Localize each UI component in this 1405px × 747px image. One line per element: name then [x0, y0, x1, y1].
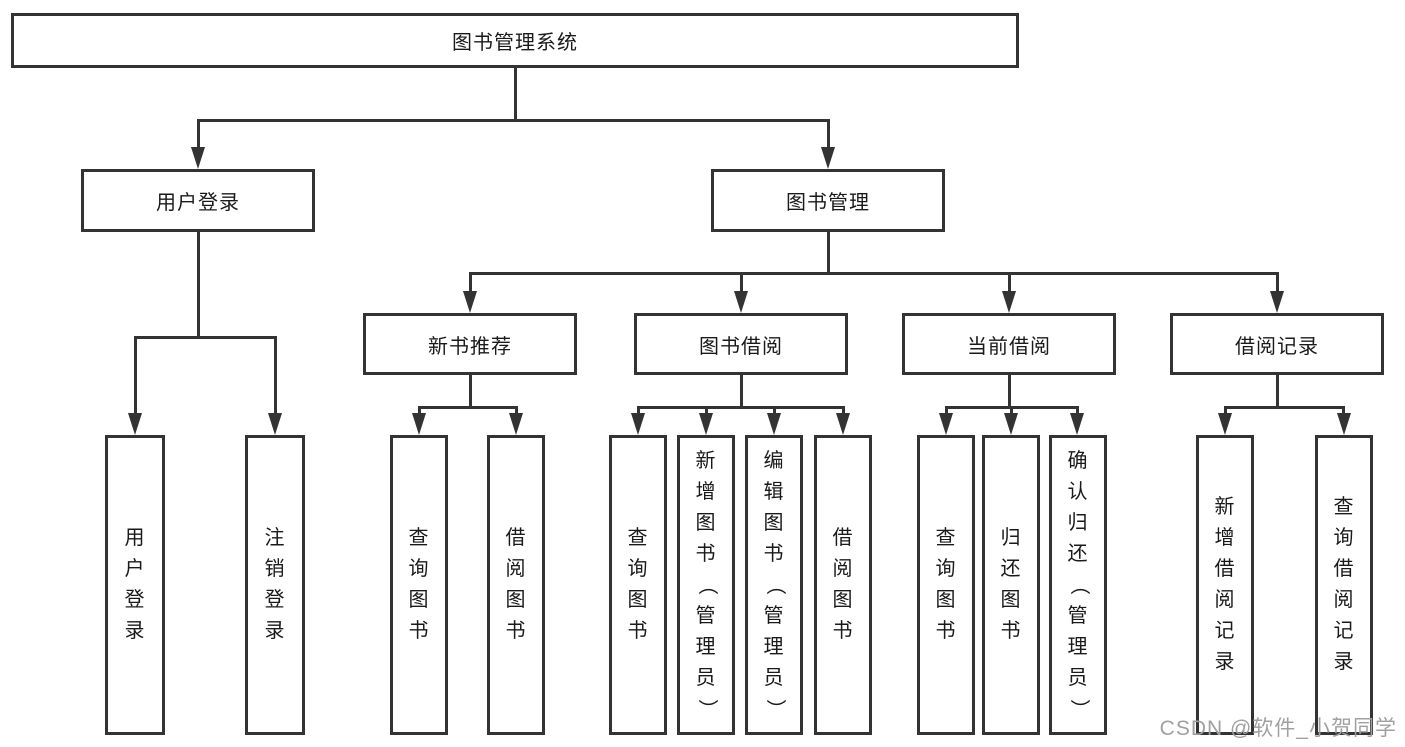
connector-line: [1008, 272, 1011, 303]
arrow-down-icon: [1218, 413, 1232, 435]
connector-line: [134, 336, 137, 421]
connector-line: [197, 232, 200, 339]
arrow-down-icon: [1004, 413, 1018, 435]
connector-line: [827, 119, 830, 159]
arrow-down-icon: [631, 413, 645, 435]
watermark: CSDN @软件_小贺同学: [1159, 717, 1397, 740]
node-label: 借阅图书: [505, 527, 527, 642]
node-bb-query-books: 查询图书: [609, 435, 667, 735]
connector-line: [514, 68, 517, 122]
node-br-add-record: 新增借阅记录: [1196, 435, 1254, 735]
node-br-query-record: 查询借阅记录: [1315, 435, 1373, 735]
node-label: 查询图书: [935, 527, 957, 642]
connector-line: [197, 119, 200, 159]
arrow-down-icon: [1070, 413, 1084, 435]
connector-line: [637, 406, 845, 409]
node-label: 查询图书: [627, 527, 649, 642]
node-bb-add-books-admin: 新增图书（管理员）: [677, 435, 735, 735]
node-user-login-leaf: 用户登录: [105, 435, 165, 735]
arrow-down-icon: [836, 413, 850, 435]
arrow-down-icon: [509, 413, 523, 435]
node-library-management-system: 图书管理系统: [11, 13, 1019, 68]
connector-line: [469, 272, 1279, 275]
node-label: 新增借阅记录: [1214, 496, 1236, 673]
connector-line: [469, 272, 472, 303]
connector-line: [1276, 272, 1279, 303]
node-current-borrowing: 当前借阅: [902, 313, 1116, 375]
node-label: 图书借阅: [699, 335, 783, 358]
node-label: 图书管理: [786, 192, 870, 214]
node-bb-borrow-books: 借阅图书: [814, 435, 872, 735]
node-label: 新书推荐: [428, 335, 512, 358]
node-logout: 注销登录: [245, 435, 305, 735]
connector-line: [1008, 375, 1011, 409]
node-label: 当前借阅: [967, 335, 1051, 358]
node-label: 查询借阅记录: [1333, 496, 1355, 673]
connector-line: [827, 232, 830, 275]
node-borrowing-records: 借阅记录: [1170, 313, 1384, 375]
node-label: 注销登录: [264, 527, 286, 642]
arrow-down-icon: [821, 147, 835, 169]
node-label: 用户登录: [156, 192, 240, 214]
node-label: 用户登录: [124, 527, 146, 642]
arrow-down-icon: [1270, 291, 1284, 313]
arrow-down-icon: [939, 413, 953, 435]
node-cb-return-books: 归还图书: [982, 435, 1040, 735]
node-nb-borrow-books: 借阅图书: [487, 435, 545, 735]
node-label: 确认归还（管理员）: [1067, 449, 1090, 720]
arrow-down-icon: [767, 413, 781, 435]
node-label: 借阅图书: [832, 527, 854, 642]
connector-line: [1276, 375, 1279, 409]
node-nb-query-books: 查询图书: [390, 435, 448, 735]
arrow-down-icon: [412, 413, 426, 435]
connector-line: [274, 336, 277, 421]
connector-line: [469, 375, 472, 409]
arrow-down-icon: [191, 147, 205, 169]
arrow-down-icon: [128, 413, 142, 435]
node-user-login: 用户登录: [81, 169, 315, 232]
connector-line: [418, 406, 518, 409]
connector-line: [1224, 406, 1345, 409]
connector-line: [134, 336, 277, 339]
arrow-down-icon: [463, 291, 477, 313]
node-bb-edit-books-admin: 编辑图书（管理员）: [745, 435, 803, 735]
node-label: 借阅记录: [1235, 335, 1319, 358]
connector-line: [740, 272, 743, 303]
arrow-down-icon: [268, 413, 282, 435]
node-new-book-recommendation: 新书推荐: [363, 313, 577, 375]
node-label: 归还图书: [1000, 527, 1022, 642]
node-cb-confirm-return-admin: 确认归还（管理员）: [1049, 435, 1107, 735]
node-book-borrowing: 图书借阅: [634, 313, 848, 375]
node-book-management: 图书管理: [711, 169, 945, 232]
node-cb-query-books: 查询图书: [917, 435, 975, 735]
connector-line: [197, 119, 830, 122]
connector-line: [740, 375, 743, 409]
arrow-down-icon: [734, 291, 748, 313]
arrow-down-icon: [1002, 291, 1016, 313]
node-label: 编辑图书（管理员）: [763, 449, 786, 720]
node-label: 图书管理系统: [452, 32, 578, 54]
node-label: 新增图书（管理员）: [695, 449, 718, 720]
arrow-down-icon: [699, 413, 713, 435]
arrow-down-icon: [1337, 413, 1351, 435]
node-label: 查询图书: [408, 527, 430, 642]
